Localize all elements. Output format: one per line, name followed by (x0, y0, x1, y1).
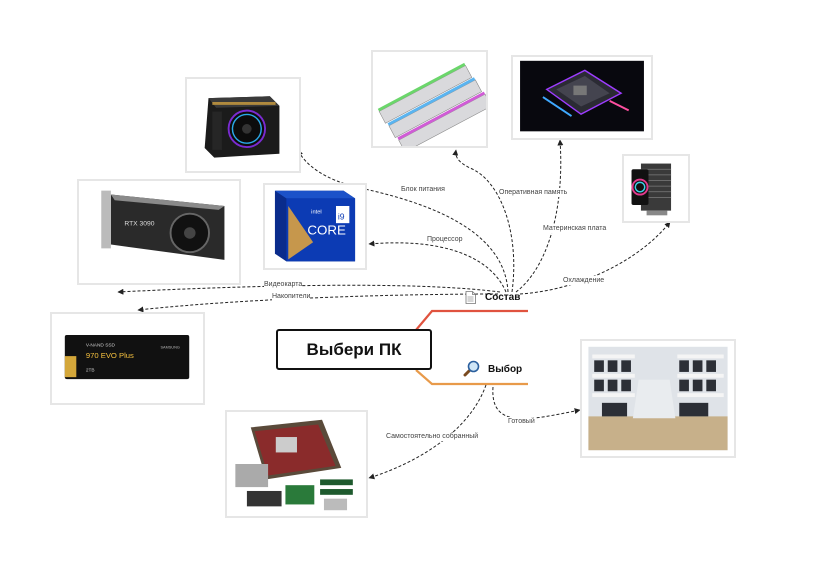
cpu-cooler-image (622, 154, 690, 223)
computer-store-image (580, 339, 736, 458)
motherboard-image (511, 55, 653, 140)
edge-ssd (137, 293, 499, 313)
branch-line-composition (415, 309, 528, 331)
branch-line-choice (415, 369, 528, 386)
pc-parts-image (225, 410, 368, 518)
intel-core-i9-box-image: intel CORE i9 (263, 183, 367, 270)
magnifier-icon (463, 360, 480, 377)
edge-cpu (368, 240, 507, 293)
ssd-line1-text: V-NAND SSD (86, 343, 116, 349)
edge-label-motherboard: Материнская плата (543, 224, 607, 233)
edge-self-built (368, 384, 487, 480)
nvme-ssd-image: V-NAND SSD 970 EVO Plus 2TB SAMSUNG (50, 312, 205, 405)
rtx-3090-graphics-card-image: RTX 3090 (77, 179, 241, 285)
edge-ram (452, 149, 515, 293)
cpu-tier-text: i9 (338, 211, 345, 221)
edge-label-power-supply: Блок питания (401, 185, 445, 194)
edge-ready (492, 386, 581, 420)
ssd-brand-text: SAMSUNG (161, 345, 180, 349)
document-icon (465, 291, 476, 304)
edge-label-gpu: Видеокарта (264, 280, 303, 289)
central-topic[interactable]: Выбери ПК (276, 329, 432, 370)
cpu-brand-text: intel (311, 210, 322, 216)
cpu-line-text: CORE (307, 223, 346, 238)
gpu-model-text: RTX 3090 (124, 220, 154, 227)
edge-power-supply (297, 149, 509, 293)
branch-label-composition[interactable]: Состав (485, 292, 521, 303)
edge-label-ssd: Накопители (272, 292, 311, 301)
edge-gpu (117, 284, 501, 295)
ram-modules-image (371, 50, 488, 148)
ssd-line2-text: 970 EVO Plus (86, 351, 134, 360)
edge-cooler (519, 221, 671, 295)
edge-label-cooler: Охлаждение (563, 276, 605, 285)
edge-label-cpu: Процессор (427, 235, 463, 244)
edge-motherboard (515, 139, 564, 293)
edge-label-self-built: Самостоятельно собранный (386, 432, 479, 441)
branch-label-choice[interactable]: Выбор (488, 364, 523, 375)
power-supply-image (185, 77, 301, 173)
edge-label-ready: Готовый (508, 417, 535, 426)
edge-label-ram: Оперативная память (499, 188, 568, 197)
ssd-cap-text: 2TB (86, 367, 95, 373)
